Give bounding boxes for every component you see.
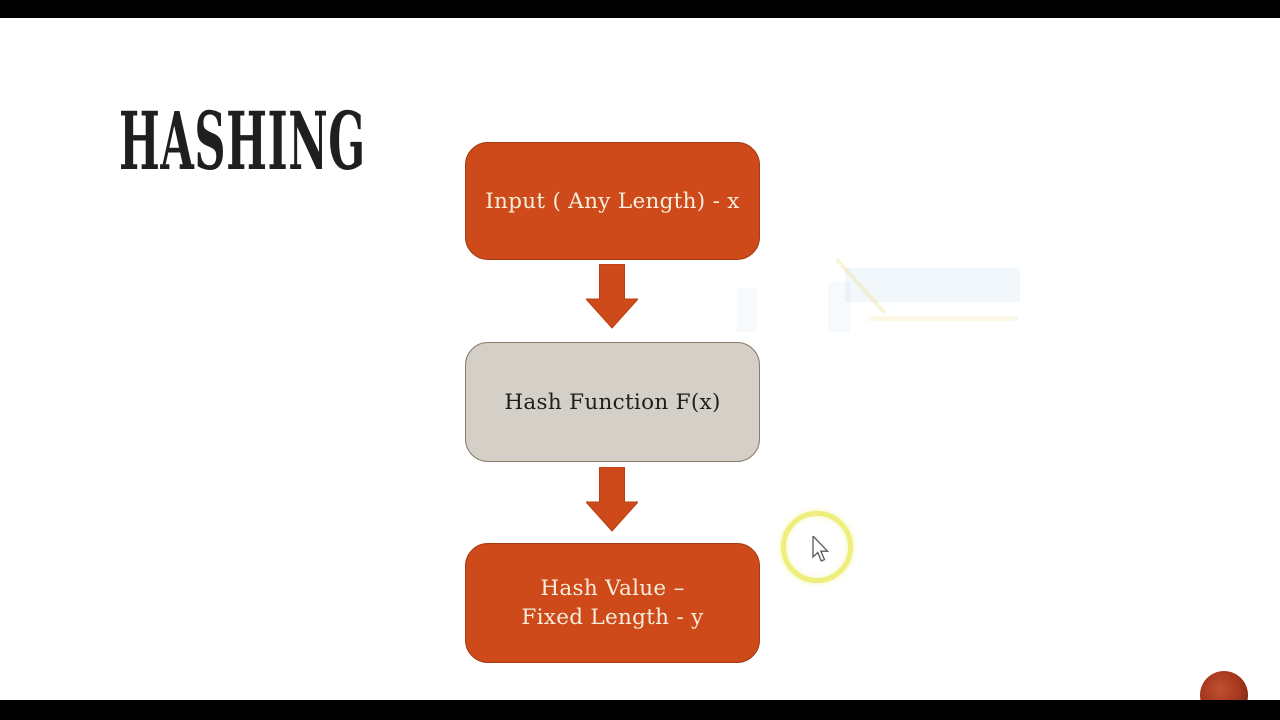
ghost-artifact	[828, 282, 850, 332]
click-highlight-ring	[781, 511, 853, 583]
ghost-artifact	[868, 316, 1018, 321]
slide-title: HASHING	[119, 94, 366, 188]
flow-node-input: Input ( Any Length) - x	[465, 142, 760, 260]
ghost-artifact	[845, 268, 1020, 302]
ghost-artifact	[835, 258, 887, 315]
flow-node-hash-function-label: Hash Function F(x)	[504, 389, 721, 415]
flow-node-hash-value: Hash Value – Fixed Length - y	[465, 543, 760, 663]
flow-node-hash-value-label-line1: Hash Value –	[540, 576, 685, 601]
flow-node-hash-value-label-line2: Fixed Length - y	[521, 605, 704, 630]
mouse-cursor-icon	[812, 536, 830, 562]
letterbox-bottom	[0, 700, 1280, 720]
down-arrow-icon	[586, 467, 638, 532]
letterbox-top	[0, 0, 1280, 18]
flow-node-hash-function: Hash Function F(x)	[465, 342, 760, 462]
ghost-artifact	[737, 288, 757, 332]
down-arrow-icon	[586, 264, 638, 329]
flow-node-input-label: Input ( Any Length) - x	[485, 188, 740, 214]
